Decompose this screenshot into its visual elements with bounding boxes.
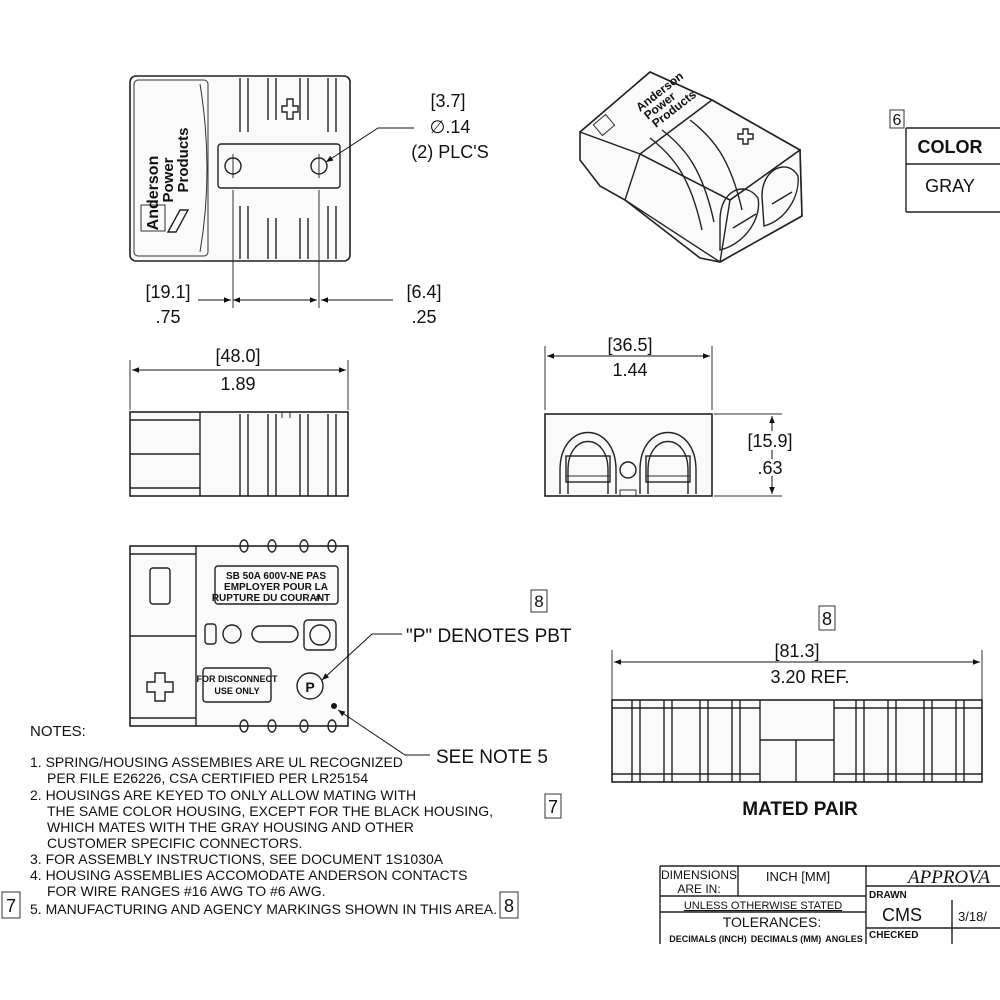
tb-drawn-label: DRAWN bbox=[869, 890, 907, 901]
pbt-glyph: P bbox=[305, 679, 314, 695]
plus-icon bbox=[281, 98, 299, 120]
marking-line-2: EMPLOYER POUR LA bbox=[224, 582, 328, 593]
tb-dims-line-2: ARE IN: bbox=[677, 882, 720, 896]
notes-flag-8-right: 8 bbox=[504, 896, 514, 916]
marking-line-3: RUPTURE DU COURANT bbox=[212, 593, 330, 604]
dim-left-mm: [19.1] bbox=[145, 282, 190, 302]
notes-flag-7-left: 7 bbox=[6, 896, 16, 916]
tb-drawn-by: CMS bbox=[882, 905, 922, 925]
color-table: 6 COLOR GRAY bbox=[889, 109, 1000, 213]
color-table-header: COLOR bbox=[918, 137, 983, 157]
dim-right-mm: [6.4] bbox=[406, 282, 441, 302]
disconnect-line-2: USE ONLY bbox=[214, 686, 259, 696]
brand-line-3: Products bbox=[175, 127, 192, 192]
callout-see-note-5: SEE NOTE 5 bbox=[436, 747, 548, 768]
hole-dim-note: (2) PLC'S bbox=[411, 142, 488, 162]
tb-angles: ANGLES bbox=[825, 934, 863, 944]
mated-pair-flag: 8 bbox=[822, 609, 832, 629]
tb-tolerances: TOLERANCES: bbox=[723, 914, 822, 930]
notes-flag-7-mid: 7 bbox=[548, 797, 558, 817]
notes-heading: NOTES: bbox=[30, 723, 86, 740]
hole-dim-in: ∅.14 bbox=[430, 117, 471, 137]
brand-line-2: Power bbox=[160, 157, 177, 202]
anderson-logo: Anderson Power Products bbox=[140, 127, 192, 233]
plus-icon-bottom bbox=[146, 672, 174, 702]
title-block: DIMENSIONS ARE IN: INCH [MM] APPROVA DRA… bbox=[659, 865, 1000, 944]
mated-dim-mm: [81.3] bbox=[774, 641, 819, 661]
color-table-flag: 6 bbox=[893, 112, 902, 129]
note-line-9: FOR WIRE RANGES #16 AWG TO #6 AWG. bbox=[47, 883, 326, 899]
end-height-mm: [15.9] bbox=[747, 431, 792, 451]
mated-pair-title: MATED PAIR bbox=[742, 799, 858, 820]
dim-left-in: .75 bbox=[155, 307, 180, 327]
marking-line-1: SB 50A 600V-NE PAS bbox=[226, 571, 326, 582]
tb-decimals-inch: DECIMALS (INCH) bbox=[669, 934, 747, 944]
brand-line-1: Anderson bbox=[145, 156, 162, 231]
note-line-5: WHICH MATES WITH THE GRAY HOUSING AND OT… bbox=[47, 819, 414, 835]
note-line-1: 1. SPRING/HOUSING ASSEMBIES ARE UL RECOG… bbox=[30, 754, 403, 770]
color-table-value: GRAY bbox=[925, 176, 975, 196]
bottom-view-flag-8: 8 bbox=[534, 592, 543, 611]
marking-line-3-suffix: # bbox=[315, 593, 320, 603]
notes-block: NOTES: 1. SPRING/HOUSING ASSEMBIES ARE U… bbox=[1, 723, 562, 919]
end-height-in: .63 bbox=[757, 458, 782, 478]
note-line-4: THE SAME COLOR HOUSING, EXCEPT FOR THE B… bbox=[47, 803, 493, 819]
mated-dim-in: 3.20 REF. bbox=[770, 667, 849, 687]
top-view: Anderson Power Products [3.7] ∅.14 (2) P… bbox=[129, 75, 489, 327]
note-line-8: 4. HOUSING ASSEMBLIES ACCOMODATE ANDERSO… bbox=[30, 867, 467, 883]
tb-drawn-date: 3/18/ bbox=[958, 909, 987, 924]
tb-approval: APPROVA bbox=[906, 867, 990, 888]
tb-checked-label: CHECKED bbox=[869, 930, 918, 941]
note-line-3: 2. HOUSINGS ARE KEYED TO ONLY ALLOW MATI… bbox=[30, 787, 416, 803]
tb-units: INCH [MM] bbox=[766, 869, 830, 884]
mated-pair: 8 [81.3] 3.20 REF. MATED PAIR bbox=[611, 605, 983, 820]
end-view: [36.5] 1.44 [15.9] .63 bbox=[544, 335, 796, 497]
end-width-in: 1.44 bbox=[612, 360, 647, 380]
side-dim-mm: [48.0] bbox=[215, 346, 260, 366]
hole-dim-mm: [3.7] bbox=[430, 91, 465, 111]
rib-bumps bbox=[239, 539, 337, 733]
end-width-mm: [36.5] bbox=[607, 335, 652, 355]
tb-unless: UNLESS OTHERWISE STATED bbox=[684, 900, 842, 912]
disconnect-line-1: FOR DISCONNECT bbox=[197, 674, 279, 684]
note-line-6: CUSTOMER SPECIFIC CONNECTORS. bbox=[47, 835, 302, 851]
dim-right-in: .25 bbox=[411, 307, 436, 327]
note-line-10: 5. MANUFACTURING AND AGENCY MARKINGS SHO… bbox=[30, 901, 497, 917]
isometric-view: Anderson Power Products bbox=[578, 69, 803, 264]
side-view: [48.0] 1.89 bbox=[129, 346, 349, 497]
tb-dims-line-1: DIMENSIONS bbox=[661, 868, 737, 882]
bottom-view: SB 50A 600V-NE PAS EMPLOYER POUR LA RUPT… bbox=[129, 539, 572, 768]
tb-decimals-mm: DECIMALS (MM) bbox=[751, 934, 822, 944]
pbt-symbol bbox=[296, 672, 324, 700]
note-line-2: PER FILE E26226, CSA CERTIFIED PER LR251… bbox=[47, 770, 368, 786]
side-dim-in: 1.89 bbox=[220, 374, 255, 394]
callout-pbt: "P" DENOTES PBT bbox=[406, 626, 572, 647]
note-line-7: 3. FOR ASSEMBLY INSTRUCTIONS, SEE DOCUME… bbox=[30, 851, 444, 867]
